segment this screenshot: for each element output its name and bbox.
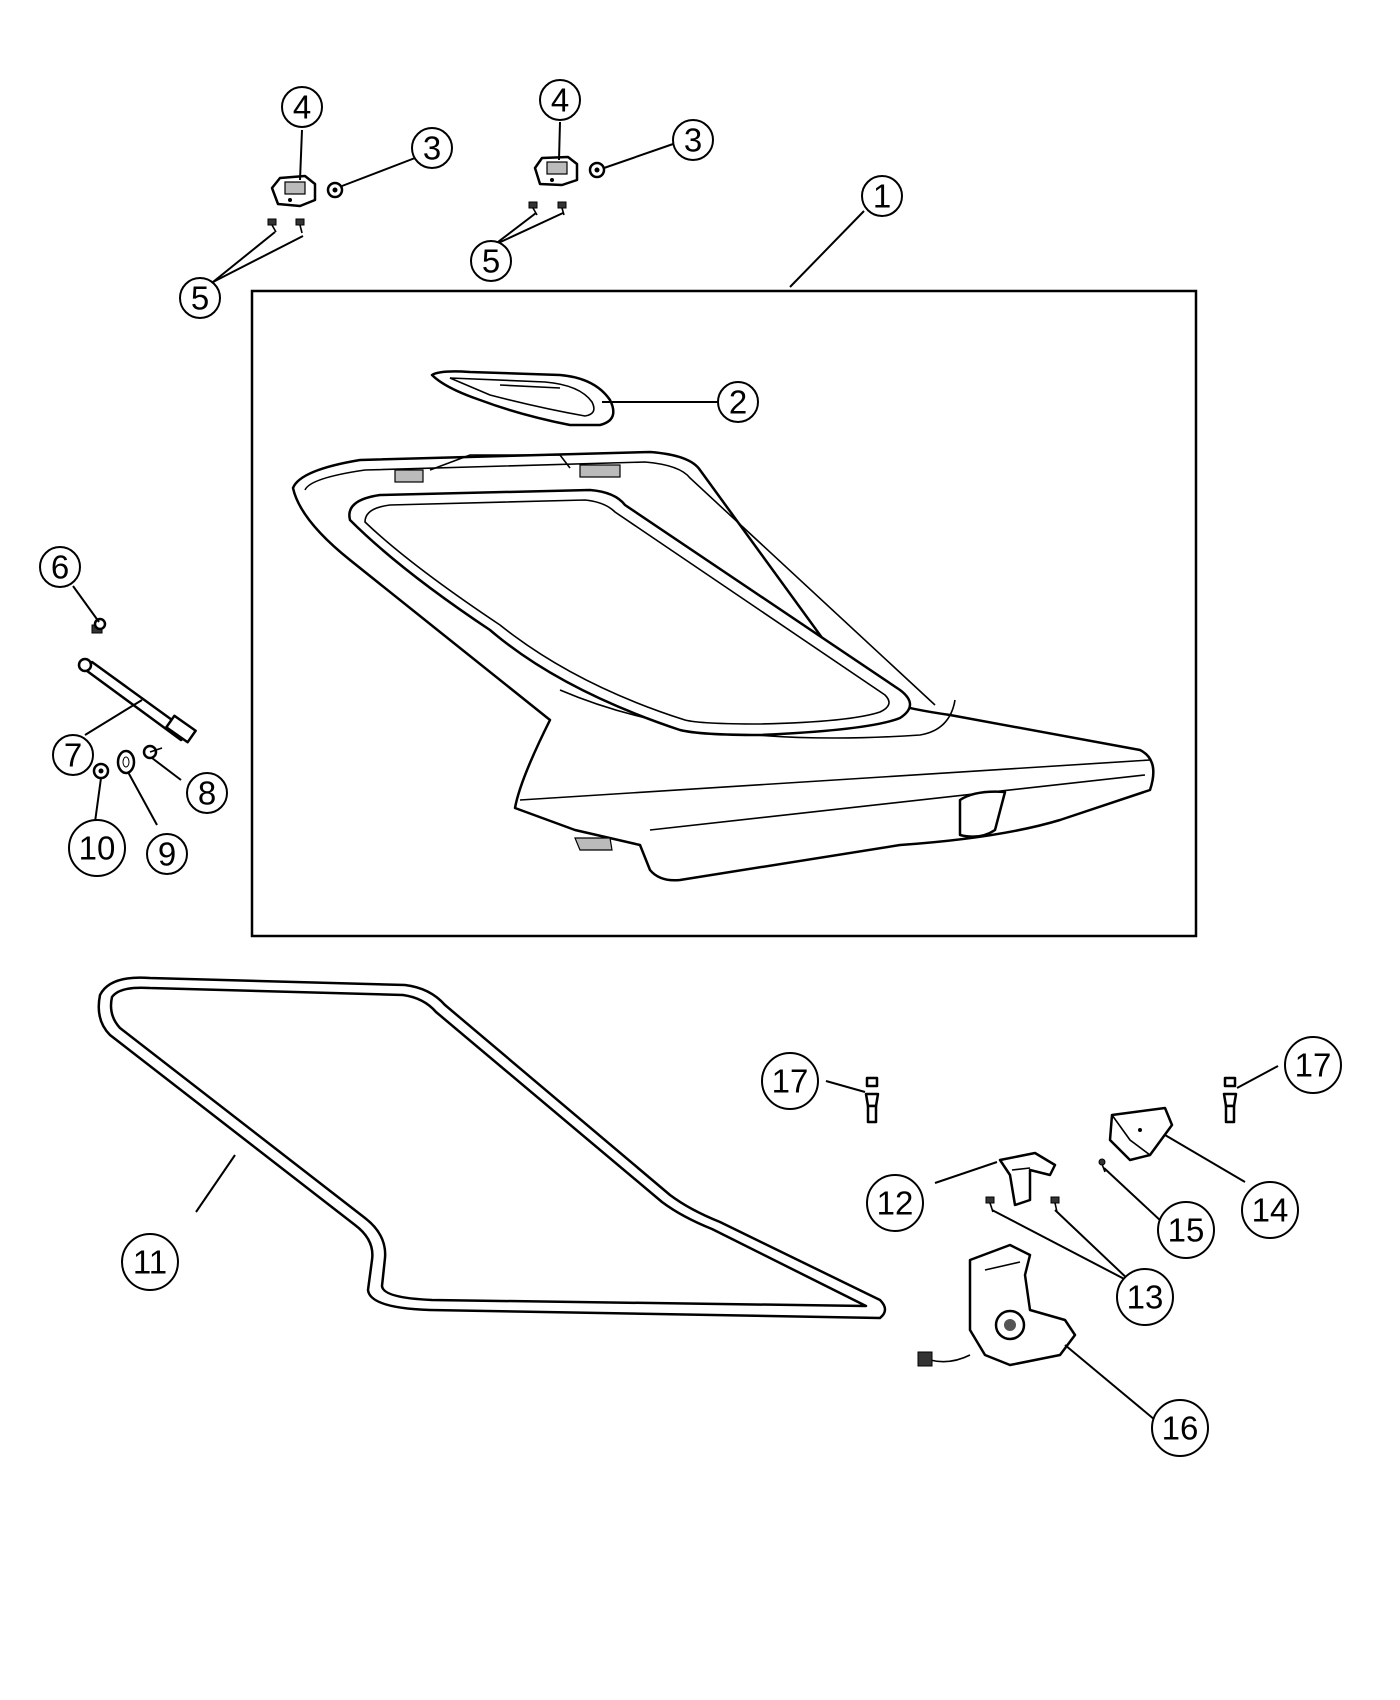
callout-12: 12 [866, 1174, 924, 1232]
callout-11-label: 11 [133, 1244, 167, 1281]
callout-10: 10 [68, 819, 126, 877]
bumper-stop-right [1222, 1076, 1238, 1124]
callout-14: 14 [1241, 1181, 1299, 1239]
callout-6-label: 6 [51, 549, 69, 586]
nut-right [588, 161, 606, 179]
bumper-stop-left [864, 1076, 880, 1124]
bumper-cover [1108, 1106, 1174, 1162]
callout-14-label: 14 [1252, 1192, 1289, 1229]
nut-left [326, 181, 344, 199]
callout-4-right-label: 4 [551, 82, 569, 119]
callout-5-left: 5 [179, 277, 221, 319]
callout-5-right-label: 5 [482, 243, 500, 280]
callout-15-label: 15 [1168, 1212, 1205, 1249]
callout-2-label: 2 [729, 384, 747, 421]
callout-1: 1 [861, 175, 903, 217]
spoiler-applique [430, 370, 615, 427]
callout-2: 2 [717, 381, 759, 423]
callout-5-left-label: 5 [191, 280, 209, 317]
callout-13: 13 [1116, 1268, 1174, 1326]
callout-13-label: 13 [1127, 1279, 1164, 1316]
callout-3-left: 3 [411, 127, 453, 169]
callout-4-right: 4 [539, 79, 581, 121]
callout-17-right-label: 17 [1295, 1047, 1332, 1084]
callout-5-right: 5 [470, 240, 512, 282]
leader-lines [72, 121, 1279, 1421]
callout-11: 11 [121, 1233, 179, 1291]
hinge-right [533, 155, 579, 187]
callout-9-label: 9 [158, 836, 176, 873]
striker-bracket [998, 1151, 1057, 1207]
callout-10-label: 10 [79, 830, 116, 867]
strut-washer [116, 749, 136, 775]
callout-17-right: 17 [1284, 1036, 1342, 1094]
liftgate-assembly-frame [250, 289, 1198, 938]
gas-strut [77, 657, 197, 744]
callout-3-right: 3 [672, 119, 714, 161]
callout-4-left: 4 [281, 86, 323, 128]
callout-16: 16 [1151, 1399, 1209, 1457]
weatherstrip-seal [97, 976, 887, 1320]
hinge-left [270, 174, 317, 208]
callout-15: 15 [1157, 1201, 1215, 1259]
callout-7: 7 [52, 734, 94, 776]
callout-4-left-label: 4 [293, 89, 311, 126]
callout-16-label: 16 [1162, 1410, 1199, 1447]
strut-nut [92, 762, 110, 780]
strut-stud [142, 744, 163, 760]
callout-3-right-label: 3 [684, 122, 702, 159]
callout-1-label: 1 [873, 178, 891, 215]
hinge-bolts-right [528, 201, 567, 216]
callout-7-label: 7 [64, 737, 82, 774]
callout-6: 6 [39, 546, 81, 588]
callout-9: 9 [146, 833, 188, 875]
callout-8-label: 8 [198, 775, 216, 812]
callout-17-left-label: 17 [772, 1063, 809, 1100]
callout-12-label: 12 [877, 1185, 914, 1222]
callout-8: 8 [186, 772, 228, 814]
callout-17-left: 17 [761, 1052, 819, 1110]
callout-3-left-label: 3 [423, 130, 441, 167]
small-screw [1098, 1158, 1106, 1173]
hinge-bolts-left [267, 218, 305, 234]
liftgate-panel [291, 450, 1155, 882]
latch-actuator [917, 1243, 1077, 1367]
